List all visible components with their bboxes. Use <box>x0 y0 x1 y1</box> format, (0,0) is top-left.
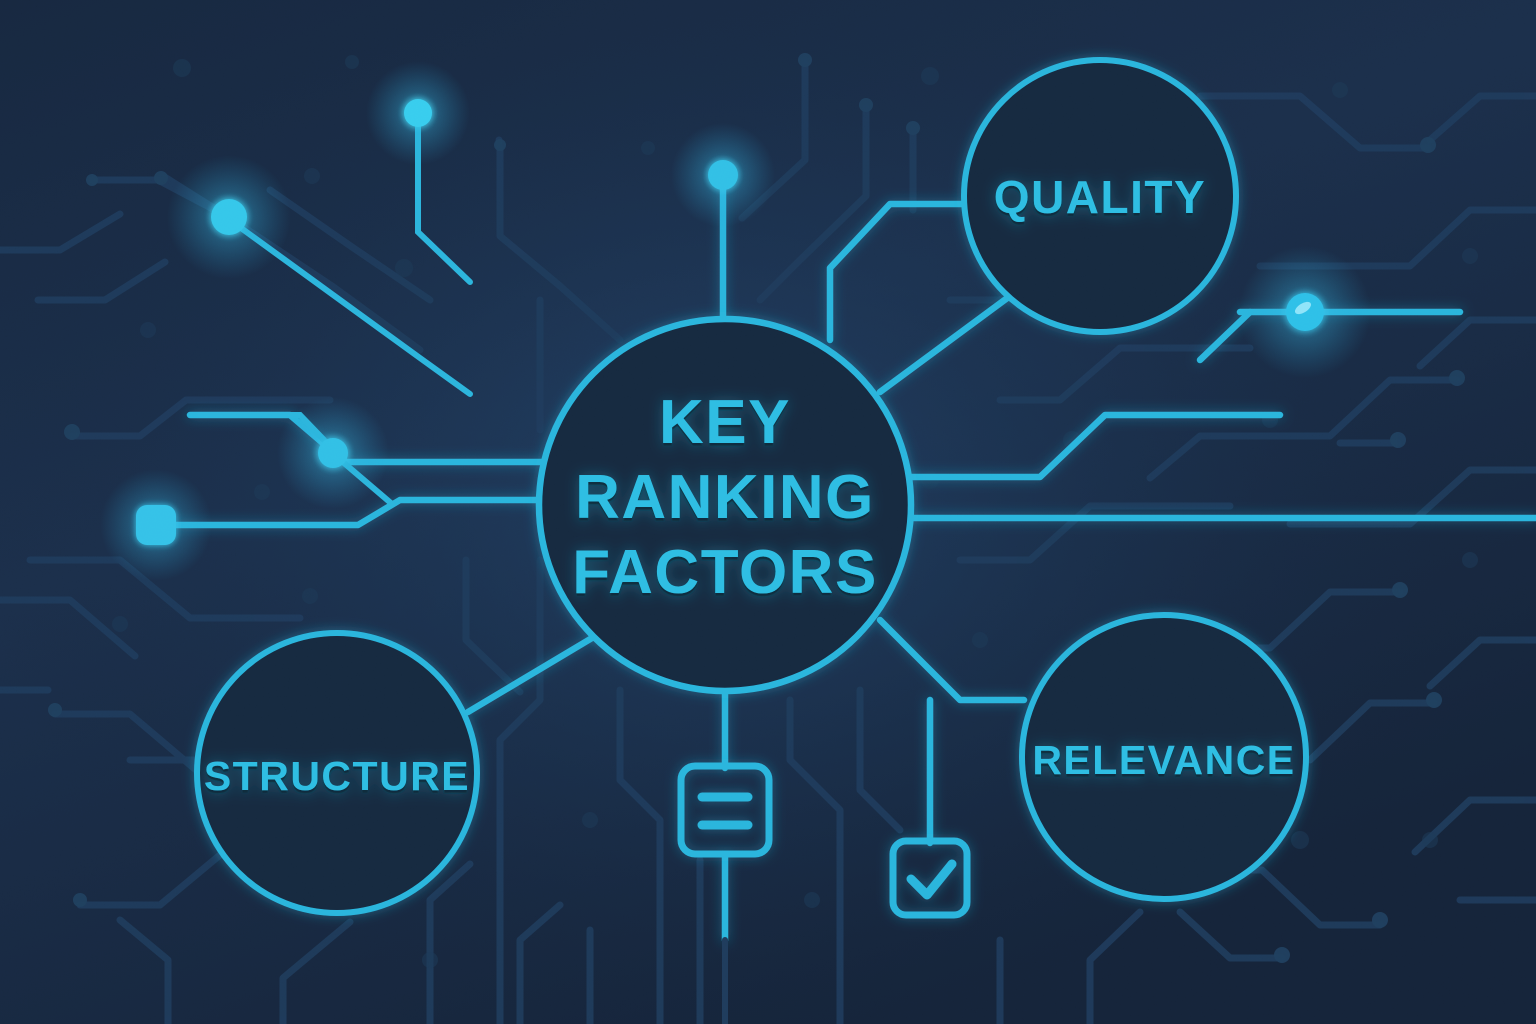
circuit-diagram: KEY RANKING FACTORS QUALITY STRUCTURE RE… <box>0 0 1536 1024</box>
grain-overlay <box>0 0 1536 1024</box>
infographic-canvas: KEY RANKING FACTORS QUALITY STRUCTURE RE… <box>0 0 1536 1024</box>
